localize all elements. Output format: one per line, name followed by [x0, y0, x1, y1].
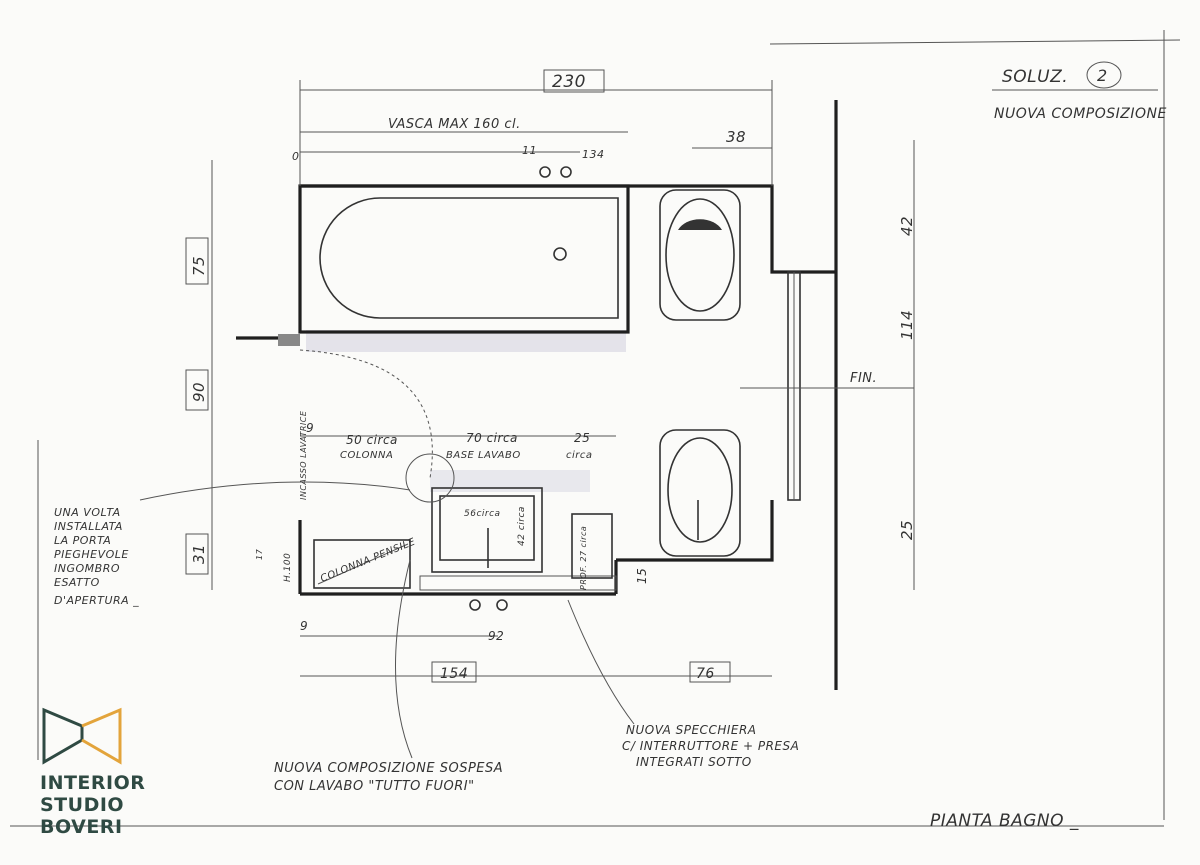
drain-right	[496, 599, 508, 611]
column-cabinet	[313, 539, 411, 589]
dim-col-25-sub: circa	[566, 450, 593, 461]
wc-body	[659, 189, 741, 321]
dim-38: 38	[726, 128, 746, 146]
door-note-leader	[139, 481, 411, 501]
dim-fin: FIN.	[850, 371, 877, 386]
frame-top-line	[769, 39, 1181, 45]
dim-bottom-92: 92	[488, 629, 504, 643]
dim-25-right: 25	[898, 520, 916, 540]
dim-bottom-76: 76	[696, 666, 715, 682]
footer-title: PIANTA BAGNO _	[930, 811, 1079, 831]
logo-line-2: STUDIO	[40, 794, 125, 816]
door-pivot-circle	[405, 453, 455, 503]
drawing-subtitle: NUOVA COMPOSIZIONE	[994, 106, 1167, 122]
dim-zero: 0	[292, 150, 300, 163]
column-label: COLONNA PENSILE	[319, 536, 417, 584]
bidet-body	[659, 429, 741, 557]
side-cabinet	[571, 513, 613, 579]
logo-left-shape	[42, 707, 84, 765]
tub-tap-left	[539, 166, 551, 178]
dim-box-90	[185, 369, 209, 411]
revision-label: SOLUZ.	[1002, 67, 1068, 87]
dim-17: 17	[255, 548, 264, 560]
wall-hatch-left	[278, 334, 300, 346]
door-note-line: INSTALLATA	[54, 520, 123, 533]
dim-box-75	[185, 237, 209, 285]
wc-seat-shade	[678, 219, 722, 230]
door-note-line: UNA VOLTA	[54, 506, 121, 519]
composition-note-line: CON LAVABO "TUTTO FUORI"	[274, 779, 475, 794]
dim-box-230	[543, 69, 605, 93]
tub-tap-right	[560, 166, 572, 178]
dim-bottom-154: 154	[440, 666, 468, 682]
dim-box-31	[185, 533, 209, 575]
dim-31: 31	[190, 544, 208, 564]
dim-col-25: 25	[574, 431, 590, 445]
revision-number: 2	[1097, 66, 1108, 85]
studio-logo-mark	[42, 707, 122, 765]
dim-box-76	[689, 661, 731, 683]
door-note-line: ESATTO	[54, 576, 100, 589]
revision-circle	[1086, 61, 1122, 89]
dim-42: 42	[898, 216, 916, 236]
sink-basin	[439, 495, 535, 561]
door-note-line: PIEGHEVOLE	[54, 548, 129, 561]
composition-note-line: NUOVA COMPOSIZIONE SOSPESA	[274, 761, 503, 776]
mirror-note-leader	[567, 599, 635, 725]
wc-bowl	[665, 198, 735, 312]
dim-col-70: 70 circa	[466, 431, 518, 445]
dim-sink-42: 42 circa	[517, 506, 527, 546]
door-note: UNA VOLTA INSTALLATA LA PORTA PIEGHEVOLE…	[54, 506, 139, 607]
dim-230: 230	[552, 72, 586, 92]
dim-recess: INCASSO LAVATRICE	[299, 410, 308, 500]
composition-note-leader	[395, 559, 413, 759]
dim-h100: H.100	[283, 553, 293, 582]
mirror-note-line: C/ INTERRUTTORE + PRESA	[622, 739, 799, 753]
drain-left	[469, 599, 481, 611]
bathtub-basin	[319, 197, 619, 319]
wall-right-lower	[616, 500, 774, 562]
logo-line-3: BOVERI	[40, 816, 123, 838]
dim-col-9: 9	[306, 421, 314, 435]
dim-sink-56: 56circa	[464, 509, 501, 519]
composition-note: NUOVA COMPOSIZIONE SOSPESA CON LAVABO "T…	[274, 761, 503, 794]
door-swing-arc	[299, 349, 433, 479]
dim-90: 90	[190, 382, 208, 402]
dim-75: 75	[190, 256, 208, 276]
dim-114: 114	[898, 310, 916, 340]
logo-line-1: INTERIOR	[40, 772, 146, 794]
dim-col-50: 50 circa	[346, 433, 398, 447]
dim-box-154	[431, 661, 477, 683]
tub-drain	[553, 247, 567, 261]
dim-prof-27: PROF. 27 circa	[579, 526, 588, 590]
dim-15: 15	[635, 568, 649, 584]
bidet-bowl	[667, 437, 733, 543]
bathtub-outer	[298, 184, 630, 334]
door-note-line: INGOMBRO	[54, 562, 120, 575]
door-note-line: D'APERTURA _	[54, 594, 139, 607]
dim-col-70-sub: BASE LAVABO	[446, 450, 521, 461]
tub-shadow	[306, 330, 626, 352]
dim-tub-max: VASCA MAX 160 cl.	[388, 117, 521, 132]
wall-top	[300, 184, 836, 274]
dim-134: 134	[582, 148, 605, 161]
sink-shadow	[430, 470, 590, 492]
sink-vanity	[431, 487, 543, 573]
logo-right-shape	[81, 707, 122, 765]
mirror-note-line: NUOVA SPECCHIERA	[626, 723, 757, 737]
mirror-note: NUOVA SPECCHIERA C/ INTERRUTTORE + PRESA…	[622, 723, 799, 769]
dim-11: 11	[522, 144, 537, 157]
sink-shelf	[419, 575, 617, 591]
door-note-line: LA PORTA	[54, 534, 111, 547]
mirror-note-line: INTEGRATI SOTTO	[636, 755, 752, 769]
dim-bottom-9: 9	[300, 619, 308, 633]
column-diagonal	[317, 543, 409, 585]
dim-col-50-sub: COLONNA	[340, 450, 393, 461]
